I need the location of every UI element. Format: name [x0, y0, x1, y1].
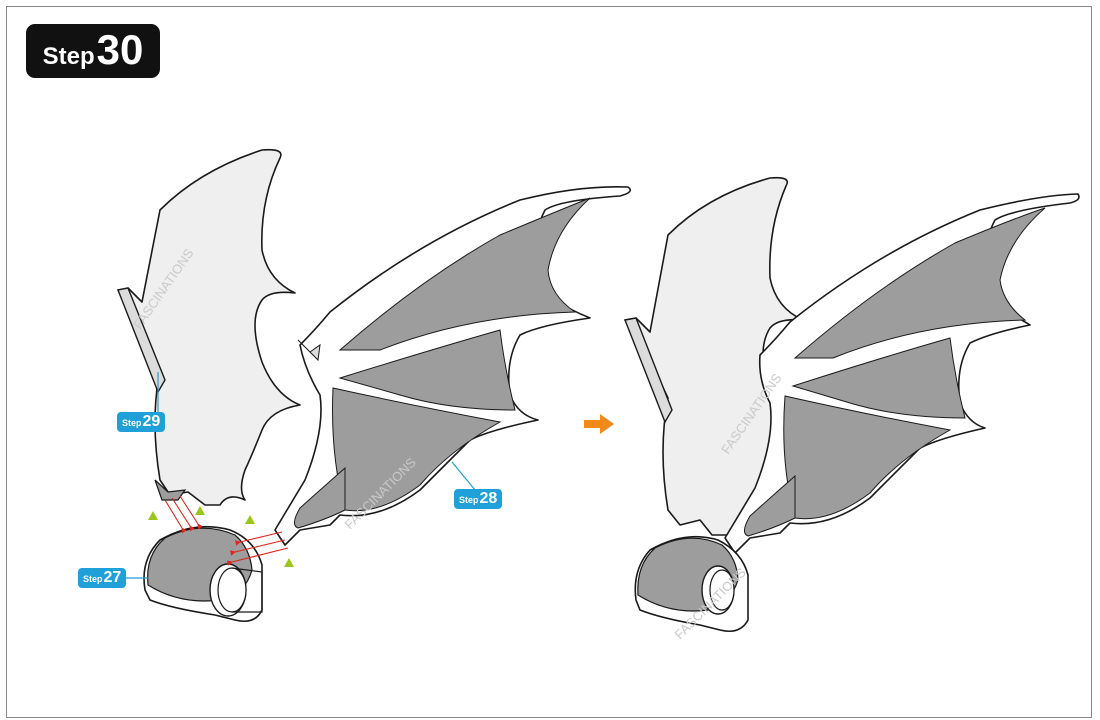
callout-word: Step	[122, 418, 142, 428]
callout-number: 29	[142, 413, 161, 430]
callout-word: Step	[459, 495, 479, 505]
callout-number: 27	[103, 569, 122, 586]
next-arrow-icon	[584, 414, 614, 434]
step-badge-number: 30	[96, 26, 144, 73]
callout-number: 28	[479, 490, 498, 507]
step-badge: Step 30	[26, 24, 160, 78]
right-wing-part	[274, 185, 631, 546]
callout-step-27: Step 27	[78, 568, 127, 588]
callout-step-29: Step 29	[117, 412, 166, 432]
triangle-marker-icon	[148, 506, 294, 567]
callout-word: Step	[83, 574, 103, 584]
body-part	[143, 525, 263, 623]
assembled-bat	[624, 176, 1080, 633]
step-badge-word: Step	[42, 43, 95, 70]
callout-step-28: Step 28	[454, 489, 503, 509]
insertion-arrow-icon	[164, 495, 289, 566]
